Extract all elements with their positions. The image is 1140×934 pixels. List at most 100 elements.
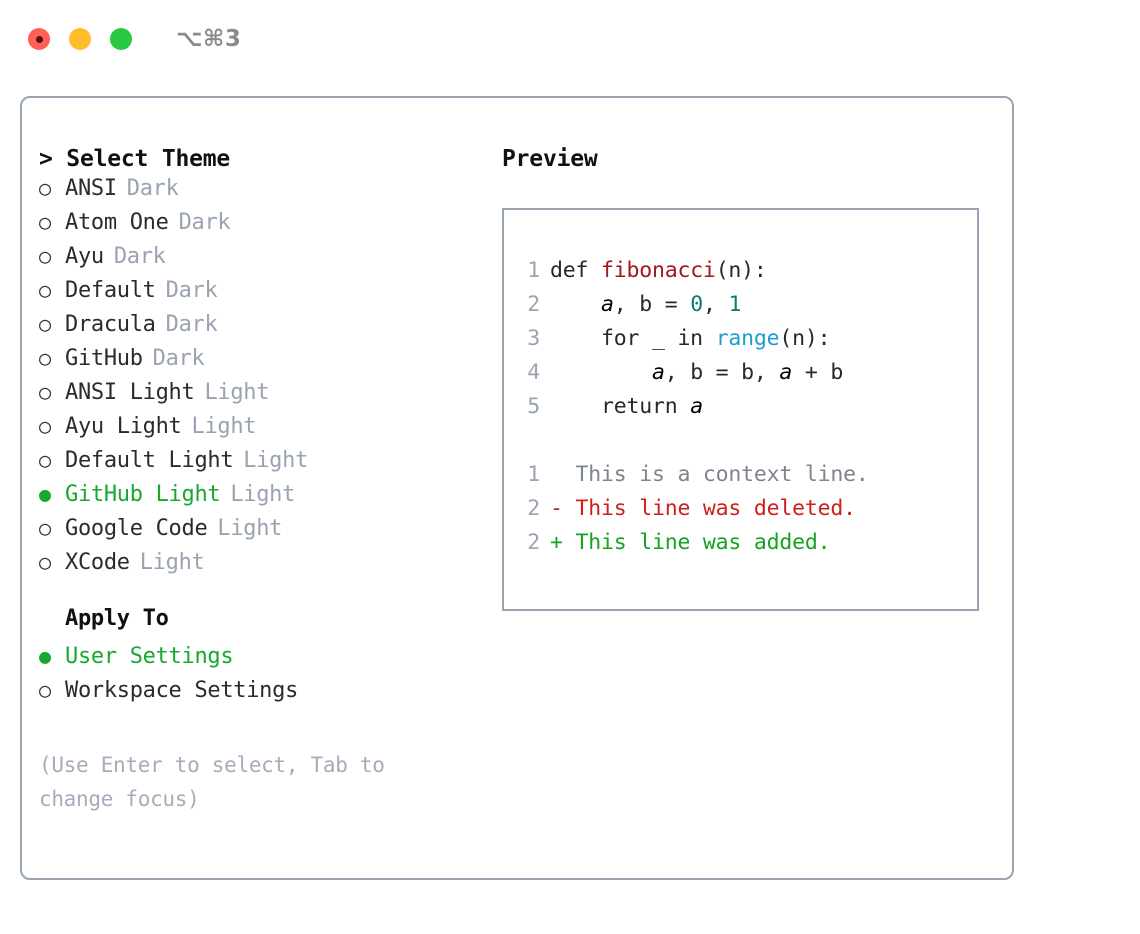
code-line-number: 1	[527, 258, 540, 283]
code-token	[550, 360, 652, 385]
code-line-content: return a	[550, 390, 703, 424]
radio-unselected-icon: ○	[39, 210, 51, 234]
code-token: a	[600, 292, 614, 317]
code-token: (n):	[779, 326, 831, 351]
code-token: , b =	[613, 292, 691, 317]
theme-variant-badge: Light	[191, 414, 257, 439]
diff-line: 1 This is a context line.	[504, 458, 977, 492]
close-button[interactable]	[28, 28, 50, 50]
theme-option-github[interactable]: ○ GitHub Dark	[39, 346, 489, 380]
theme-option-label: GitHub	[65, 346, 143, 371]
theme-option-label: Ayu	[65, 244, 104, 269]
code-line-content: def fibonacci(n):	[550, 254, 767, 288]
code-token: return	[550, 394, 691, 419]
theme-option-xcode[interactable]: ○ XCode Light	[39, 550, 489, 584]
radio-unselected-icon: ○	[39, 678, 51, 702]
theme-option-label: Google Code	[65, 516, 208, 541]
preview-heading: Preview	[502, 146, 598, 172]
apply-to-list[interactable]: ● User Settings ○ Workspace Settings	[39, 644, 489, 712]
code-token: range	[715, 326, 780, 351]
window-controls	[28, 28, 132, 50]
theme-variant-badge: Dark	[165, 278, 218, 303]
theme-variant-badge: Dark	[152, 346, 205, 371]
code-token: 0	[690, 292, 703, 317]
diff-line: 2 + This line was added.	[504, 526, 977, 560]
diff-marker: +	[550, 530, 563, 555]
radio-unselected-icon: ○	[39, 244, 51, 268]
theme-option-label: Atom One	[65, 210, 169, 235]
code-token: def	[550, 258, 601, 283]
theme-variant-badge: Light	[139, 550, 205, 575]
theme-option-label: XCode	[65, 550, 130, 575]
radio-unselected-icon: ○	[39, 346, 51, 370]
code-line-number: 2	[527, 292, 540, 317]
diff-line-content: This line was deleted.	[562, 496, 856, 521]
radio-unselected-icon: ○	[39, 550, 51, 574]
apply-to-option-workspace-settings[interactable]: ○ Workspace Settings	[39, 678, 489, 712]
select-theme-heading: > Select Theme	[39, 146, 231, 172]
code-token: 1	[728, 292, 742, 317]
diff-line-number: 2	[527, 530, 540, 555]
code-token: a	[651, 360, 665, 385]
radio-unselected-icon: ○	[39, 278, 51, 302]
section-spacer	[39, 584, 489, 606]
diff-marker	[550, 458, 563, 492]
zoom-button[interactable]	[110, 28, 132, 50]
radio-unselected-icon: ○	[39, 312, 51, 336]
radio-unselected-icon: ○	[39, 448, 51, 472]
theme-variant-badge: Dark	[165, 312, 218, 337]
minimize-button[interactable]	[69, 28, 91, 50]
theme-option-label: Default Light	[65, 448, 234, 473]
theme-option-google-code[interactable]: ○ Google Code Light	[39, 516, 489, 550]
diff-sample: 1 This is a context line.2- This line wa…	[504, 458, 977, 560]
theme-variant-badge: Light	[217, 516, 283, 541]
titlebar: ⌥⌘3	[0, 0, 1140, 78]
code-line-number: 5	[527, 394, 540, 419]
code-diff-spacer	[504, 424, 977, 458]
radio-unselected-icon: ○	[39, 176, 51, 200]
radio-unselected-icon: ○	[39, 380, 51, 404]
code-line: 4 a, b = b, a + b	[504, 356, 977, 390]
code-token: a	[690, 394, 703, 419]
code-token: (n):	[715, 258, 767, 283]
diff-line-number: 2	[527, 496, 540, 521]
code-line: 1 def fibonacci(n):	[504, 254, 977, 288]
code-line: 2 a, b = 0, 1	[504, 288, 977, 322]
apply-to-option-user-settings[interactable]: ● User Settings	[39, 644, 489, 678]
theme-option-ayu[interactable]: ○ Ayu Dark	[39, 244, 489, 278]
apply-to-option-label: User Settings	[65, 644, 234, 669]
radio-selected-icon: ●	[39, 644, 51, 668]
diff-line-content: This line was added.	[562, 530, 831, 555]
theme-option-label: Ayu Light	[65, 414, 182, 439]
theme-option-label: ANSI	[65, 176, 117, 201]
code-line: 5 return a	[504, 390, 977, 424]
theme-option-label: ANSI Light	[65, 380, 195, 405]
apply-to-heading-row: ○ Apply To	[39, 606, 489, 640]
code-token: a	[779, 360, 793, 385]
theme-variant-badge: Dark	[178, 210, 231, 235]
theme-option-dracula[interactable]: ○ Dracula Dark	[39, 312, 489, 346]
apply-to-marker-spacer: ○	[39, 608, 65, 628]
theme-option-atom-one[interactable]: ○ Atom One Dark	[39, 210, 489, 244]
apply-to-option-label: Workspace Settings	[65, 678, 299, 703]
code-line: 3 for _ in range(n):	[504, 322, 977, 356]
keyboard-shortcut-label: ⌥⌘3	[176, 26, 242, 52]
theme-option-label: GitHub Light	[65, 482, 221, 507]
code-token: , b = b,	[664, 360, 780, 385]
radio-unselected-icon: ○	[39, 516, 51, 540]
diff-line-number: 1	[527, 462, 540, 487]
theme-variant-badge: Dark	[113, 244, 166, 269]
diff-line-content: This is a context line.	[562, 462, 869, 487]
theme-option-label: Dracula	[65, 312, 156, 337]
